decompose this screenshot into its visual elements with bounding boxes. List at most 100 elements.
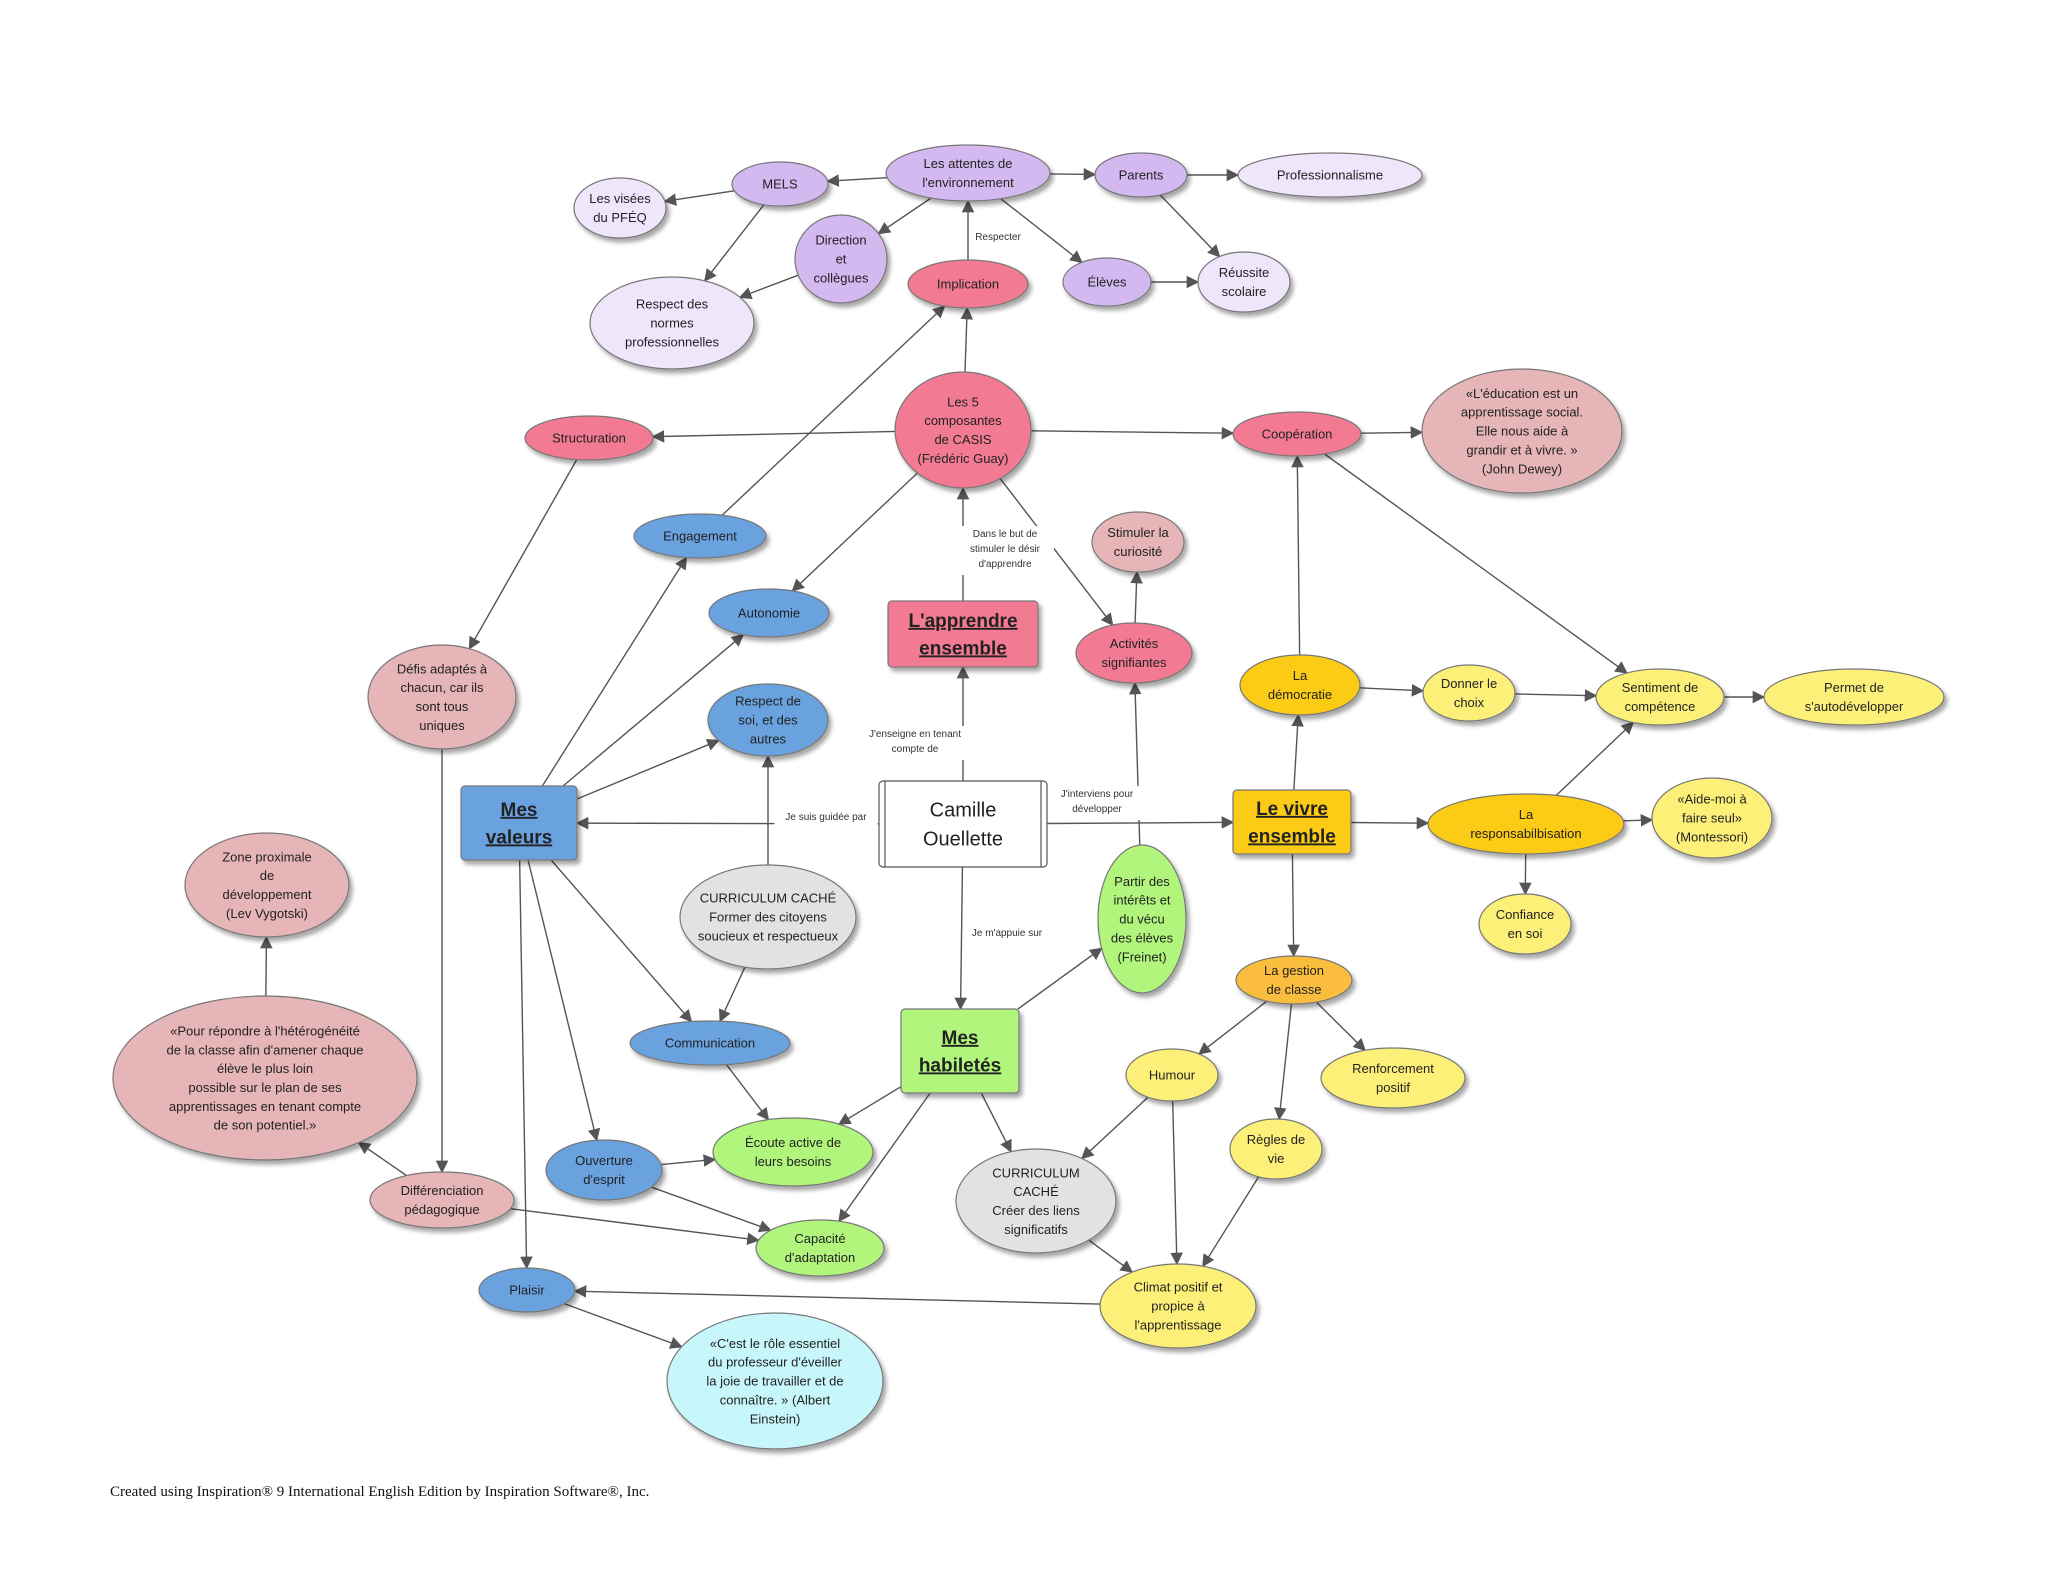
edge-attentes-to-direction bbox=[877, 197, 932, 235]
node-label: Plaisir bbox=[509, 1283, 545, 1298]
edge-gestion-to-regles bbox=[1274, 1003, 1293, 1121]
node-shape bbox=[629, 1020, 791, 1066]
node-autonomie[interactable]: Autonomie bbox=[708, 588, 830, 638]
edge-label-background bbox=[963, 925, 1051, 944]
node-humour[interactable]: Humour bbox=[1125, 1048, 1219, 1102]
edge-vivre-to-democratie bbox=[1291, 713, 1304, 791]
node-shape bbox=[1235, 955, 1353, 1005]
edge-casis-to-activites bbox=[999, 478, 1114, 627]
edge-humour-to-curriculum2 bbox=[1081, 1096, 1149, 1160]
edge-interets-to-activites bbox=[1128, 681, 1142, 846]
edge-donner_choix-to-sentiment bbox=[1514, 689, 1598, 702]
node-shape bbox=[885, 144, 1051, 202]
edge-valeurs-to-ouverture bbox=[527, 859, 601, 1142]
edge-mels-to-respect_normes bbox=[703, 204, 765, 282]
node-shape bbox=[708, 588, 830, 638]
node-engagement[interactable]: Engagement bbox=[633, 513, 767, 559]
node-structuration[interactable]: Structuration bbox=[524, 415, 654, 461]
node-shape bbox=[1099, 1263, 1257, 1349]
node-shape bbox=[1097, 844, 1187, 994]
edge-habiletes-to-interets bbox=[1017, 947, 1103, 1010]
edge-valeurs-to-respect_soi bbox=[576, 738, 720, 800]
node-shape bbox=[1232, 789, 1352, 855]
edge-engagement-to-implication bbox=[721, 305, 946, 516]
node-cooperation[interactable]: Coopération bbox=[1232, 411, 1362, 457]
node-shape bbox=[1763, 668, 1945, 726]
node-communication[interactable]: Communication bbox=[629, 1020, 791, 1066]
node-shape bbox=[900, 1008, 1020, 1094]
edge-gestion-to-renforcement bbox=[1315, 1001, 1366, 1052]
edge-valeurs-to-autonomie bbox=[562, 633, 745, 787]
node-plaisir[interactable]: Plaisir bbox=[478, 1267, 576, 1313]
edge-mels-to-visees bbox=[663, 190, 735, 206]
node-professionnalisme[interactable]: Professionnalisme bbox=[1237, 152, 1423, 198]
edge-label-background bbox=[970, 229, 1026, 248]
node-mels[interactable]: MELS bbox=[731, 161, 829, 207]
node-shape bbox=[878, 780, 1048, 868]
node-parents[interactable]: Parents bbox=[1094, 152, 1188, 198]
edge-direction-to-respect_normes bbox=[738, 274, 799, 300]
edge-habiletes-to-ecoute bbox=[837, 1086, 902, 1125]
edge-regles-to-climat bbox=[1202, 1176, 1260, 1268]
node-eleves[interactable]: Élèves bbox=[1062, 257, 1152, 307]
edge-casis-to-cooperation bbox=[1030, 426, 1235, 440]
node-label: Humour bbox=[1149, 1068, 1196, 1083]
edge-communication-to-ecoute bbox=[725, 1064, 770, 1121]
node-shape bbox=[112, 995, 418, 1161]
edge-attentes-to-eleves bbox=[1000, 198, 1083, 264]
node-shape bbox=[1422, 664, 1516, 722]
edge-habiletes-to-capacite bbox=[838, 1092, 931, 1223]
edge-climat-to-plaisir bbox=[573, 1285, 1101, 1305]
node-shape bbox=[184, 832, 350, 938]
node-shape bbox=[679, 864, 857, 970]
node-implication[interactable]: Implication bbox=[907, 259, 1029, 309]
